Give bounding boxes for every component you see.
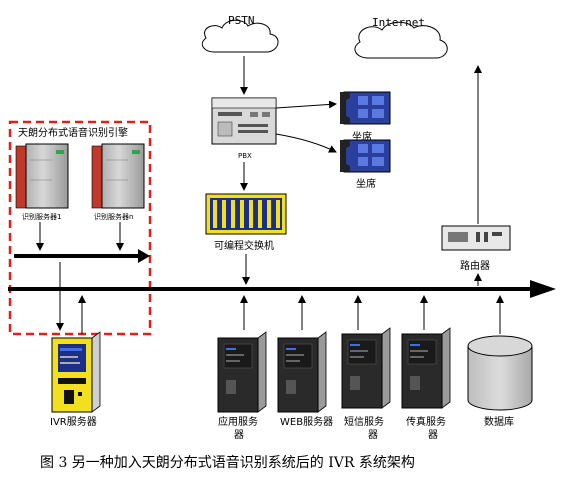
recognition-server-icon <box>91 143 145 209</box>
internet-cloud-icon <box>354 21 448 59</box>
sms-server-icon <box>341 327 391 409</box>
ivr-server-icon <box>51 331 101 413</box>
fax-server-label-line2: 器 <box>428 429 438 441</box>
agent-phone-icon <box>340 139 391 173</box>
router-label: 路由器 <box>460 259 490 272</box>
web-server-label: WEB服务器 <box>280 415 333 428</box>
recognition-server-n-label: 识别服务器n <box>94 212 133 221</box>
sms-server-label-line1: 短信服务 <box>344 415 384 428</box>
app-server-label-line2: 器 <box>234 429 244 441</box>
pbx-to-agent2-arrow <box>275 133 337 153</box>
sms-server-label-line2: 器 <box>368 429 378 441</box>
web-server-icon <box>277 331 327 413</box>
pbx-label: PBX <box>238 152 252 160</box>
pbx-to-agent1-arrow <box>275 100 337 109</box>
fax-server-icon <box>401 327 451 409</box>
engine-title: 天朗分布式语音识别引擎 <box>18 126 128 139</box>
database-label: 数据库 <box>484 415 514 428</box>
pstn-cloud-icon <box>201 19 279 53</box>
recognition-server-1-label: 识别服务器1 <box>22 212 61 221</box>
pstn-label: PSTN <box>228 14 255 27</box>
architecture-diagram: PSTN Internet PBX 坐席 坐席 <box>8 14 556 441</box>
ivr-server-label: IVR服务器 <box>50 415 97 428</box>
fax-server-label-line1: 传真服务 <box>406 415 446 428</box>
app-server-label-line1: 应用服务 <box>218 415 258 428</box>
router-icon <box>441 225 511 251</box>
app-server-icon <box>217 331 267 413</box>
switch-label: 可编程交换机 <box>214 239 274 252</box>
recognition-server-icon <box>15 143 69 209</box>
internet-label: Internet <box>372 16 425 29</box>
pbx-icon <box>211 97 277 145</box>
programmable-switch-icon <box>205 193 287 235</box>
figure-caption: 图 3 另一种加入天朗分布式语音识别系统后的 IVR 系统架构 <box>40 455 415 471</box>
agent-label-2: 坐席 <box>356 177 376 190</box>
recognition-engine-boundary <box>8 120 152 336</box>
database-cylinder-icon <box>467 335 533 411</box>
agent-phone-icon <box>340 91 391 125</box>
